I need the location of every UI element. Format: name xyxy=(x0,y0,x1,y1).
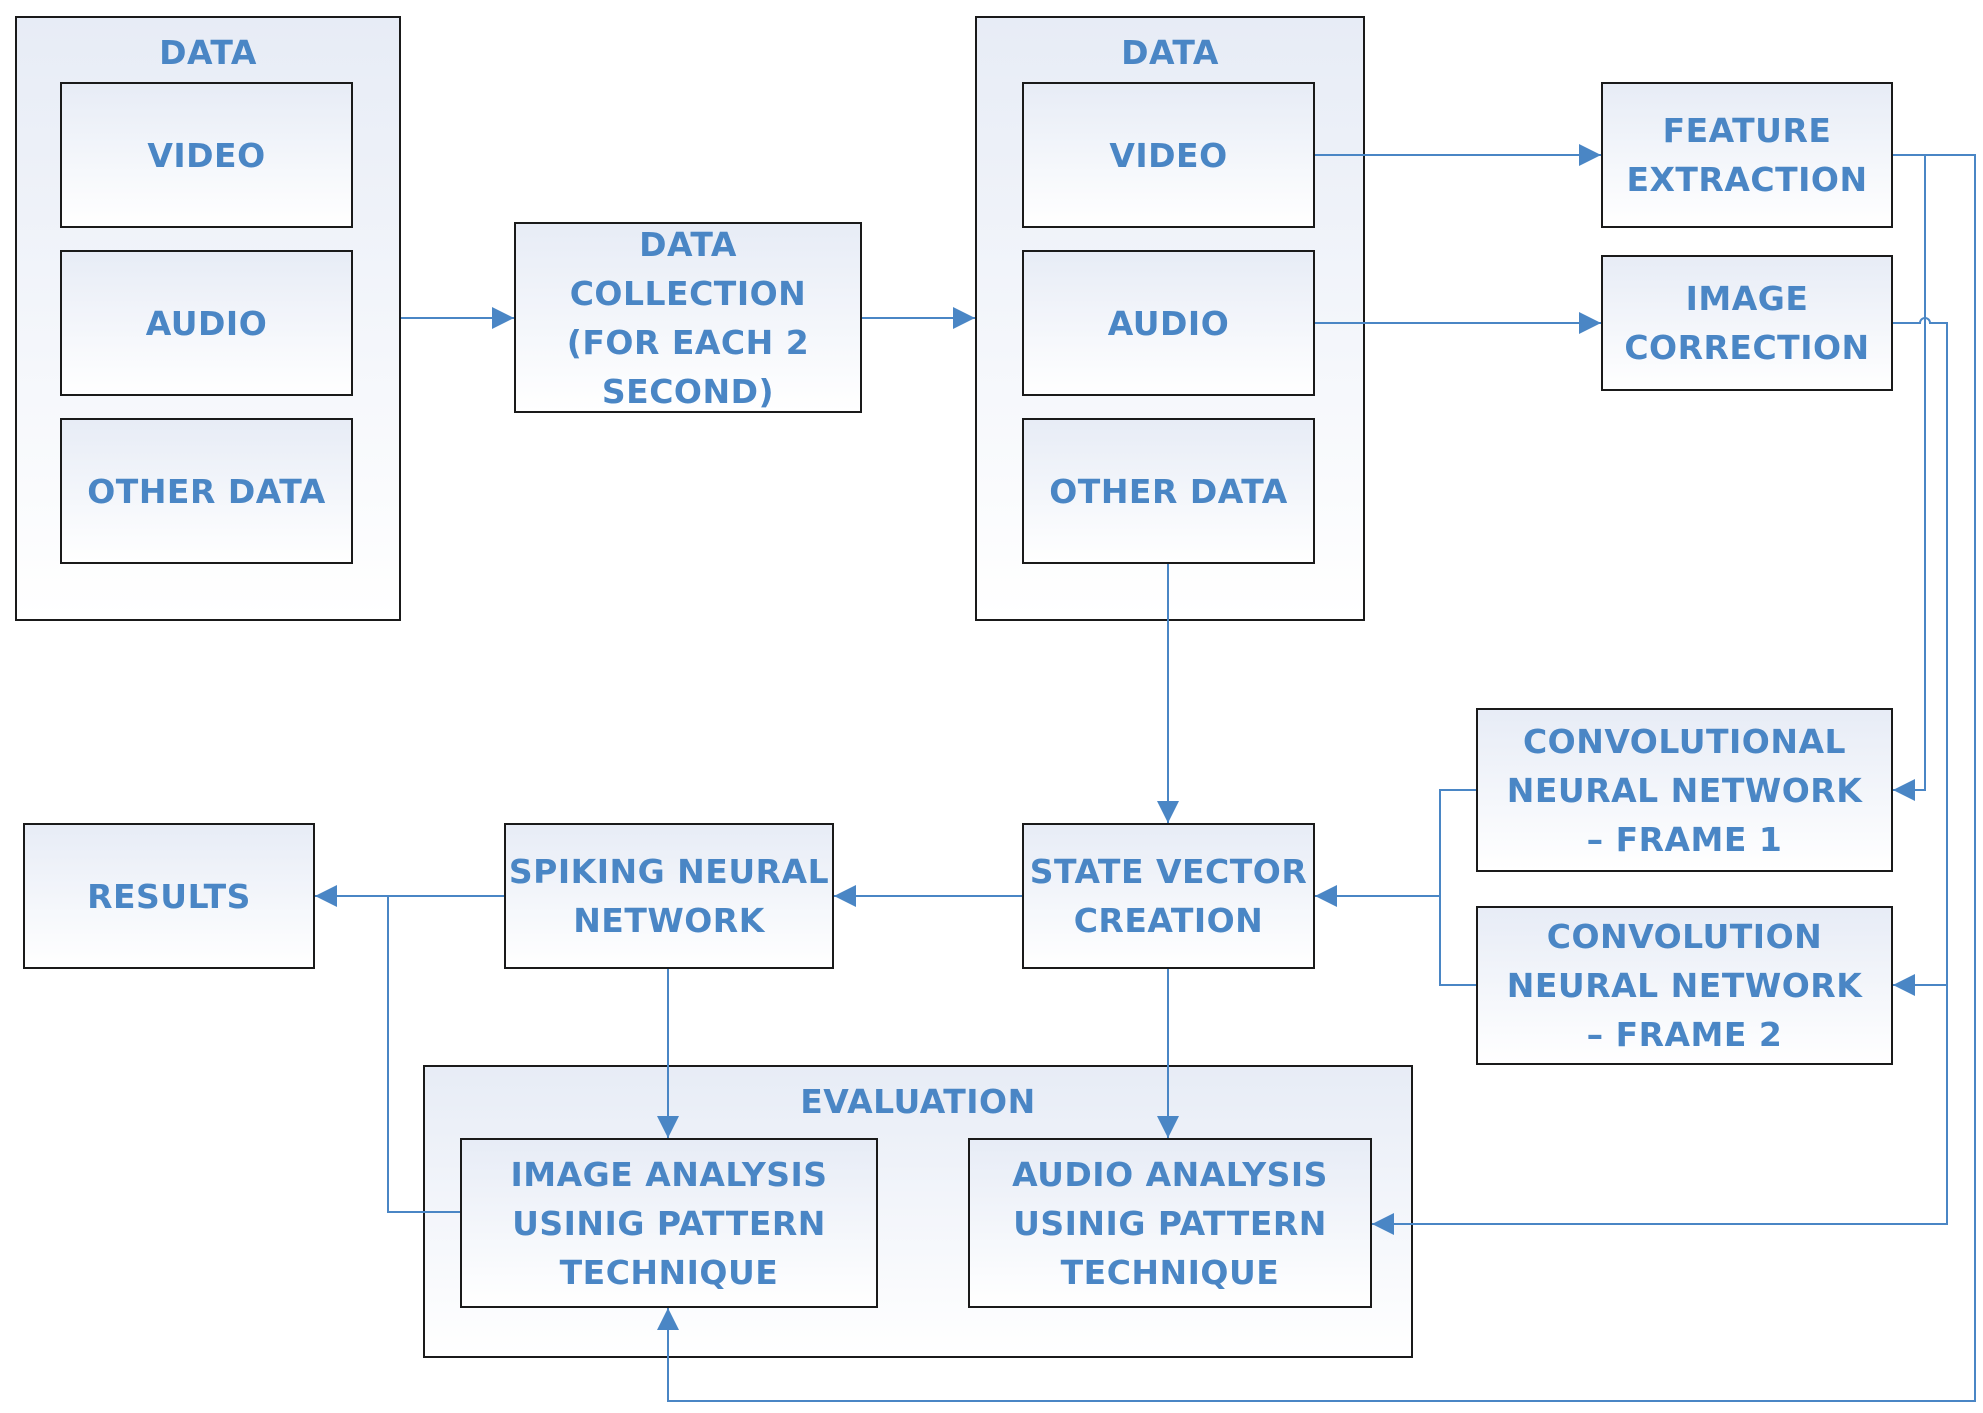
cnn-frame2-box: CONVOLUTION NEURAL NETWORK – FRAME 2 xyxy=(1476,906,1893,1065)
evaluation-title: EVALUATION xyxy=(800,1082,1036,1121)
feature-extraction-box: FEATURE EXTRACTION xyxy=(1601,82,1893,228)
right-data-title: DATA xyxy=(1121,33,1219,72)
results-label: RESULTS xyxy=(87,876,251,916)
image-correction-box: IMAGE CORRECTION xyxy=(1601,255,1893,391)
results-box: RESULTS xyxy=(23,823,315,969)
arrow-feature-extraction-to-cnn1 xyxy=(1893,154,1926,801)
image-analysis-label: IMAGE ANALYSIS USINIG PATTERN TECHNIQUE xyxy=(510,1154,828,1292)
data-collection-label: DATA COLLECTION (FOR EACH 2 SECOND) xyxy=(566,224,810,411)
left-other-data-label: OTHER DATA xyxy=(87,471,326,511)
left-other-data-box: OTHER DATA xyxy=(60,418,353,564)
state-vector-label: STATE VECTOR CREATION xyxy=(1029,852,1308,940)
feature-extraction-label: FEATURE EXTRACTION xyxy=(1626,111,1868,199)
cnn-frame1-box: CONVOLUTIONAL NEURAL NETWORK – FRAME 1 xyxy=(1476,708,1893,872)
right-audio-label: AUDIO xyxy=(1107,303,1230,343)
left-data-title: DATA xyxy=(159,33,257,72)
spiking-nn-label: SPIKING NEURAL NETWORK xyxy=(508,852,830,940)
arrow-image-correction-to-cnn2 xyxy=(1893,317,1948,996)
right-other-data-label: OTHER DATA xyxy=(1049,471,1288,511)
right-audio-box: AUDIO xyxy=(1022,250,1315,396)
line-cnn2-out xyxy=(1439,896,1476,986)
right-video-label: VIDEO xyxy=(1109,135,1228,175)
cnn-frame2-label: CONVOLUTION NEURAL NETWORK – FRAME 2 xyxy=(1506,917,1863,1054)
right-video-box: VIDEO xyxy=(1022,82,1315,228)
line-cnn1-out xyxy=(1439,789,1476,896)
spiking-nn-box: SPIKING NEURAL NETWORK xyxy=(504,823,834,969)
data-collection-box: DATA COLLECTION (FOR EACH 2 SECOND) xyxy=(514,222,862,413)
audio-analysis-label: AUDIO ANALYSIS USINIG PATTERN TECHNIQUE xyxy=(1012,1154,1328,1292)
state-vector-box: STATE VECTOR CREATION xyxy=(1022,823,1315,969)
left-video-box: VIDEO xyxy=(60,82,353,228)
right-other-data-box: OTHER DATA xyxy=(1022,418,1315,564)
cnn-frame1-label: CONVOLUTIONAL NEURAL NETWORK – FRAME 1 xyxy=(1506,721,1863,859)
image-correction-label: IMAGE CORRECTION xyxy=(1624,279,1870,367)
audio-analysis-box: AUDIO ANALYSIS USINIG PATTERN TECHNIQUE xyxy=(968,1138,1372,1308)
left-video-label: VIDEO xyxy=(147,135,266,175)
left-audio-label: AUDIO xyxy=(145,303,268,343)
left-audio-box: AUDIO xyxy=(60,250,353,396)
image-analysis-box: IMAGE ANALYSIS USINIG PATTERN TECHNIQUE xyxy=(460,1138,878,1308)
